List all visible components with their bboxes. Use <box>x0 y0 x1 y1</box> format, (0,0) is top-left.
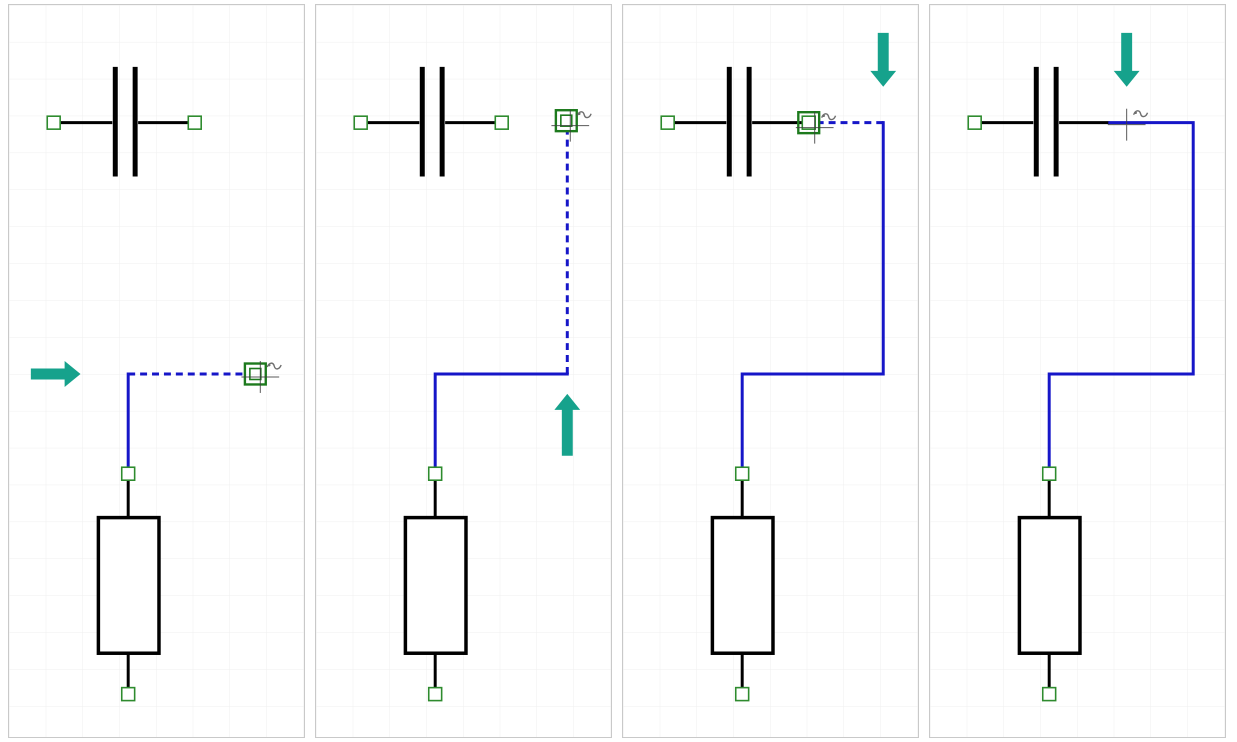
capacitor-pin-left[interactable] <box>353 115 368 130</box>
crosshair-cursor-icon <box>241 361 282 393</box>
resistor-pin-bottom[interactable] <box>427 686 443 702</box>
resistor-body[interactable] <box>96 515 161 655</box>
capacitor-symbol[interactable] <box>981 66 1110 177</box>
capacitor-pin-left[interactable] <box>660 115 675 130</box>
capacitor-symbol[interactable] <box>674 66 803 177</box>
schematic-panel-step-1[interactable] <box>8 4 305 738</box>
schematic-canvas-step-1[interactable] <box>9 5 304 737</box>
capacitor-pin-right[interactable] <box>187 115 202 130</box>
resistor-pin-bottom[interactable] <box>1041 686 1057 702</box>
capacitor-pin-right[interactable] <box>494 115 509 130</box>
crosshair-cursor-icon <box>551 109 592 142</box>
capacitor-pin-left[interactable] <box>967 115 982 130</box>
resistor-pin-top[interactable] <box>734 466 750 481</box>
resistor-pin-top[interactable] <box>427 466 443 481</box>
wire-segment-solid[interactable] <box>433 372 569 469</box>
schematic-canvas-step-3[interactable] <box>623 5 918 737</box>
resistor-symbol[interactable] <box>403 480 468 688</box>
step-arrow-down-icon <box>1113 32 1140 87</box>
resistor-body[interactable] <box>403 515 468 655</box>
wire-segment-solid[interactable] <box>1047 121 1195 469</box>
capacitor-symbol[interactable] <box>367 66 496 177</box>
step-arrow-right-icon <box>30 361 81 387</box>
wire-tool-icon-dot <box>822 114 825 117</box>
resistor-symbol[interactable] <box>96 480 161 688</box>
step-arrow-up-icon <box>554 393 581 456</box>
snap-indicator <box>243 362 267 386</box>
step-arrow-down-icon <box>870 32 897 87</box>
resistor-pin-top[interactable] <box>1041 466 1057 481</box>
resistor-symbol[interactable] <box>1017 480 1082 688</box>
resistor-pin-bottom[interactable] <box>120 686 136 702</box>
resistor-symbol[interactable] <box>710 480 775 688</box>
wire-tool-icon-dot <box>267 363 271 367</box>
capacitor-symbol[interactable] <box>60 66 189 177</box>
schematic-panel-step-4[interactable] <box>929 4 1226 738</box>
crosshair-cursor-icon <box>1107 108 1149 141</box>
resistor-body[interactable] <box>710 515 775 655</box>
schematic-canvas-step-2[interactable] <box>316 5 611 737</box>
capacitor-pin-left[interactable] <box>46 115 61 130</box>
schematic-panel-step-3[interactable] <box>622 4 919 738</box>
wire-tool-icon-dot <box>1134 111 1137 115</box>
resistor-pin-bottom[interactable] <box>734 686 750 702</box>
schematic-panel-step-2[interactable] <box>315 4 612 738</box>
schematic-canvas-step-4[interactable] <box>930 5 1225 737</box>
snap-indicator <box>797 111 821 135</box>
wire-segment-solid[interactable] <box>740 121 885 469</box>
crosshair-cursor-icon <box>795 111 837 144</box>
resistor-pin-top[interactable] <box>120 466 136 481</box>
wire-tool-icon-dot <box>577 112 581 115</box>
resistor-body[interactable] <box>1017 515 1082 655</box>
